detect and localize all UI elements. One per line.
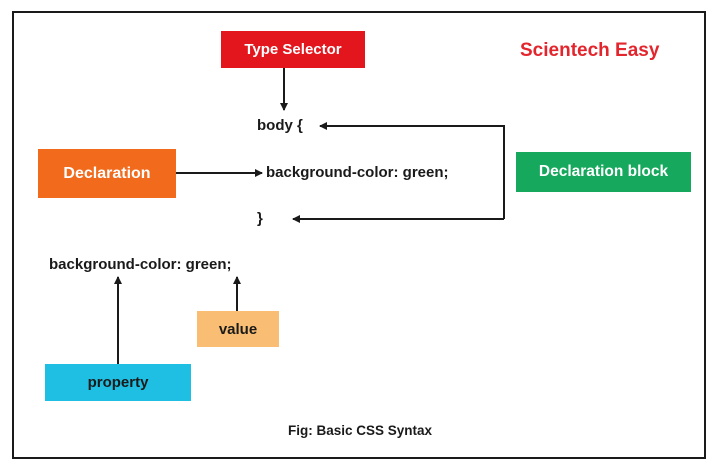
code-body-open: body { bbox=[257, 117, 303, 134]
value-label: value bbox=[197, 311, 279, 347]
code-declaration-line: background-color: green; bbox=[266, 164, 449, 181]
code-example-line: background-color: green; bbox=[49, 256, 232, 273]
brand-label: Scientech Easy bbox=[520, 40, 660, 61]
property-label: property bbox=[45, 364, 191, 401]
figure-caption: Fig: Basic CSS Syntax bbox=[287, 423, 433, 438]
declaration-block-label: Declaration block bbox=[516, 152, 691, 192]
type-selector-label: Type Selector bbox=[221, 31, 365, 68]
declaration-label: Declaration bbox=[38, 149, 176, 198]
code-close-brace: } bbox=[257, 210, 263, 227]
